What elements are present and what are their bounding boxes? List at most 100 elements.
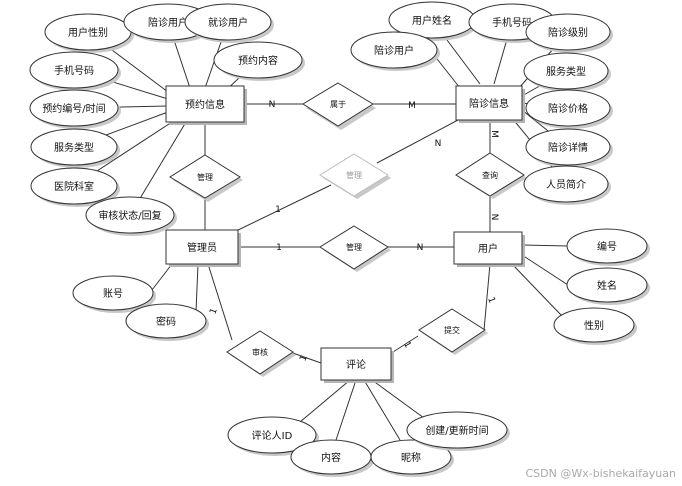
attribute-ellipse: 评论人ID [227, 416, 319, 456]
connector-line [289, 351, 322, 364]
relation-manage-booking: 管理 [169, 154, 243, 202]
attribute-ellipse: 手机号码 [29, 51, 121, 91]
entity-label: 管理员 [187, 241, 217, 254]
relation-submit: 提交 [418, 308, 488, 355]
cardinality-label: 1 [208, 307, 219, 316]
entity-admin: 管理员 [165, 229, 241, 267]
attribute-label: 内容 [321, 451, 341, 464]
attribute-ellipse: 服务类型 [523, 52, 611, 92]
attribute-label: 陪诊用户 [374, 44, 414, 57]
attribute-label: 人员简介 [546, 178, 586, 191]
attribute-label: 服务类型 [54, 141, 94, 154]
attribute-ellipse: 审核状态/回复 [85, 196, 177, 236]
connector-line [392, 335, 419, 353]
cardinality-label: M [489, 130, 499, 138]
review-attributes: 评论人ID 内容 昵称 创建/更新时间 [227, 411, 510, 477]
connector-line [483, 263, 491, 331]
attribute-label: 昵称 [401, 451, 421, 464]
user-attributes: 编号 姓名 性别 [553, 228, 650, 345]
relation-label: 提交 [444, 325, 460, 335]
attribute-label: 密码 [156, 315, 176, 328]
cardinality-labels: N M 1 N M N 1 N 1 1 1 1 [208, 100, 499, 363]
cardinality-label: N [269, 100, 276, 110]
attribute-ellipse: 服务类型 [30, 128, 120, 168]
attribute-ellipse: 性别 [553, 307, 637, 345]
booking-attributes: 用户性别 陪诊用户 就诊用户 预约内容 手机号码 预约编号/时间 [29, 3, 305, 236]
relation-label: 审核 [252, 347, 268, 357]
companion-attributes: 用户姓名 手机号码 陪诊级别 陪诊用户 服务类型 陪诊价格 [350, 1, 613, 205]
attribute-ellipse: 预约内容 [213, 41, 305, 81]
cardinality-label: 1 [276, 243, 282, 253]
attribute-label: 评论人ID [252, 429, 293, 442]
attribute-ellipse: 陪诊详情 [525, 128, 613, 168]
entity-label: 用户 [478, 242, 498, 255]
connector-line [363, 379, 401, 441]
attribute-label: 编号 [597, 240, 617, 253]
attribute-ellipse: 陪诊价格 [525, 89, 613, 129]
relation-manage-companion: 管理 [319, 153, 391, 199]
attribute-label: 陪诊详情 [548, 141, 588, 154]
attribute-ellipse: 陪诊级别 [525, 13, 613, 53]
attribute-ellipse: 就诊用户 [184, 3, 274, 43]
attribute-label: 医院科室 [54, 180, 94, 193]
attribute-ellipse: 医院科室 [30, 167, 120, 207]
attribute-ellipse: 用户性别 [44, 13, 134, 53]
entity-label: 评论 [346, 358, 366, 371]
attribute-label: 账号 [103, 288, 123, 300]
connector-line [511, 263, 563, 317]
cardinality-label: N [417, 243, 424, 253]
cardinality-label: M [408, 101, 416, 111]
cardinality-label: 1 [485, 296, 496, 305]
attribute-label: 审核状态/回复 [98, 209, 161, 222]
entity-review: 评论 [320, 347, 394, 383]
watermark: CSDN @Wx-bishekaifayuan [525, 467, 676, 480]
admin-attributes: 账号 密码 [72, 275, 209, 341]
attribute-ellipse: 昵称 [370, 439, 454, 477]
connector-line [371, 379, 425, 419]
relation-belongs: 属于 [302, 82, 376, 130]
attribute-ellipse: 预约编号/时间 [29, 89, 121, 129]
attribute-ellipse: 人员简介 [523, 165, 611, 205]
relation-label: 管理 [346, 170, 362, 180]
attribute-label: 就诊用户 [208, 16, 248, 29]
attribute-label: 用户性别 [68, 26, 108, 39]
connector-line [233, 184, 332, 233]
attribute-label: 用户姓名 [412, 14, 452, 27]
attribute-ellipse: 创建/更新时间 [406, 411, 510, 451]
attribute-label: 服务类型 [546, 65, 586, 78]
entity-booking: 预约信息 [165, 85, 247, 125]
attribute-ellipse: 陪诊用户 [350, 31, 440, 71]
cardinality-label: 1 [275, 205, 281, 215]
entity-companion: 陪诊信息 [455, 85, 525, 123]
attribute-label: 创建/更新时间 [425, 424, 488, 437]
connector-line [207, 263, 233, 341]
attribute-label: 陪诊价格 [548, 102, 588, 115]
attribute-label: 陪诊用户 [148, 16, 188, 29]
connector-line [335, 379, 357, 441]
cardinality-label: 1 [298, 354, 309, 363]
attribute-ellipse: 编号 [566, 228, 650, 266]
relation-manage-user: 管理 [319, 225, 391, 272]
attribute-label: 手机号码 [54, 64, 94, 77]
connector-line [195, 263, 199, 313]
relation-query: 查询 [455, 152, 527, 199]
entity-label: 预约信息 [185, 98, 225, 111]
connector-line [521, 244, 569, 247]
attribute-label: 预约内容 [238, 54, 278, 67]
attribute-ellipse: 密码 [125, 303, 209, 341]
connector-line [521, 254, 569, 286]
attribute-ellipse: 内容 [290, 439, 374, 477]
cardinality-label: 1 [401, 340, 413, 350]
attribute-ellipse: 账号 [72, 275, 156, 313]
entity-label: 陪诊信息 [469, 97, 509, 110]
relation-label: 管理 [346, 242, 362, 252]
attribute-label: 手机号码 [492, 16, 532, 29]
connector-line [376, 119, 459, 164]
relation-label: 管理 [197, 172, 213, 182]
connector-line [299, 379, 351, 423]
attribute-label: 陪诊级别 [548, 26, 588, 39]
relation-audit: 审核 [226, 330, 296, 377]
attribute-label: 预约编号/时间 [42, 102, 105, 115]
attribute-label: 姓名 [597, 279, 617, 292]
